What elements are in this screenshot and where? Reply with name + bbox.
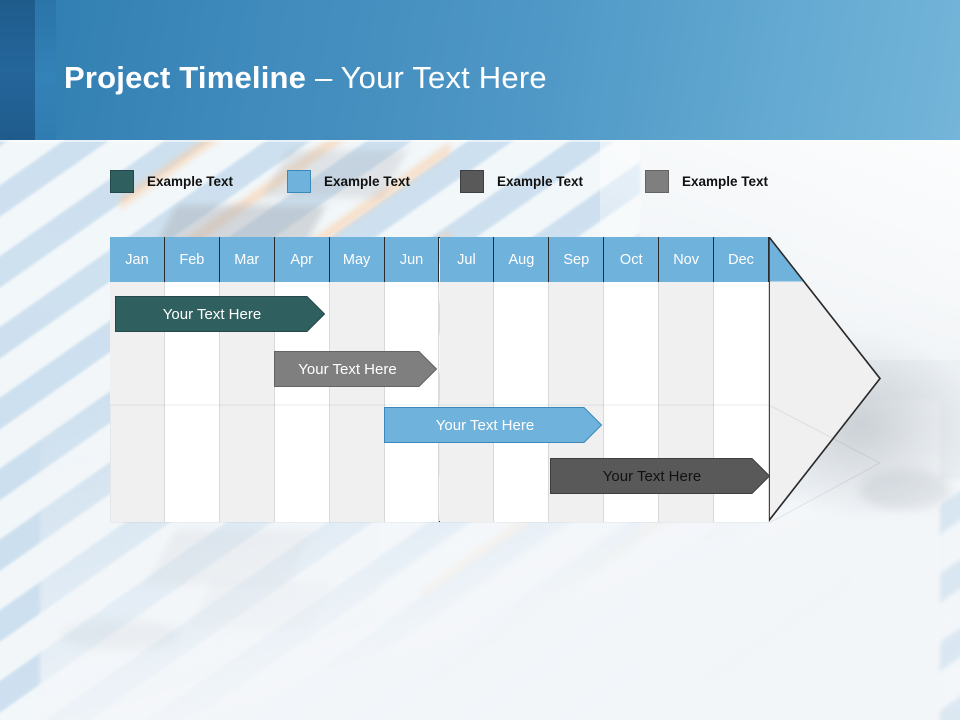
legend-label-3: Example Text [497, 173, 584, 189]
header-divider [0, 140, 960, 142]
task-bar-label-1: Your Text Here [162, 305, 262, 323]
task-bar-1[interactable]: Your Text Here [115, 296, 325, 332]
slide-header: Project Timeline – Your Text Here [0, 0, 960, 140]
background-smudge [860, 470, 950, 510]
month-header-oct[interactable]: Oct [604, 237, 660, 282]
legend-item-2: Example Text [287, 168, 410, 194]
month-header-may[interactable]: May [329, 237, 385, 282]
month-header-jan[interactable]: Jan [110, 237, 165, 282]
task-bar-label-2: Your Text Here [298, 360, 397, 378]
task-bar-shape-1 [115, 296, 325, 332]
task-bar-2[interactable]: Your Text Here [274, 351, 437, 387]
page-title: Project Timeline – Your Text Here [64, 60, 547, 96]
task-bar-shape-3 [384, 407, 602, 443]
page-title-strong: Project Timeline [64, 60, 307, 95]
header-accent-band-mid [35, 0, 56, 140]
month-header-aug[interactable]: Aug [494, 237, 550, 282]
task-bar-4[interactable]: Your Text Here [550, 458, 770, 494]
task-bar-label-3: Your Text Here [435, 416, 535, 434]
legend-swatch-2 [287, 169, 311, 193]
task-bar-shape-4 [550, 458, 770, 494]
month-header-apr[interactable]: Apr [274, 237, 330, 282]
timeline-column-may [329, 282, 385, 522]
month-header-mar[interactable]: Mar [219, 237, 275, 282]
month-header-feb[interactable]: Feb [164, 237, 220, 282]
month-header-nov[interactable]: Nov [659, 237, 715, 282]
chart-legend: Example Text Example Text Example Text Exam… [110, 168, 810, 194]
legend-item-4: Example Text [645, 168, 768, 194]
legend-label-4: Example Text [682, 173, 769, 189]
task-bar-label-4: Your Text Here [602, 467, 702, 485]
legend-label-2: Example Text [324, 173, 411, 189]
timeline-column-jul [439, 282, 495, 522]
legend-item-3: Example Text [460, 168, 583, 194]
month-header-jun[interactable]: Jun [384, 237, 440, 282]
month-header-sep[interactable]: Sep [549, 237, 605, 282]
timeline-arrow-head [769, 237, 882, 522]
header-accent-band-dark [0, 0, 35, 140]
task-bar-3[interactable]: Your Text Here [384, 407, 602, 443]
month-header-dec[interactable]: Dec [714, 237, 769, 282]
month-header-jul[interactable]: Jul [439, 237, 495, 282]
legend-swatch-4 [645, 169, 669, 193]
timeline-column-aug [494, 282, 550, 522]
legend-label-1: Example Text [147, 173, 234, 189]
legend-swatch-3 [460, 169, 484, 193]
legend-swatch-1 [110, 169, 134, 193]
page-title-light: – Your Text Here [314, 60, 547, 95]
task-bar-shape-2 [274, 351, 437, 387]
timeline-column-jun [384, 282, 440, 522]
legend-item-1: Example Text [110, 168, 233, 194]
background-smudge-2 [60, 620, 180, 650]
